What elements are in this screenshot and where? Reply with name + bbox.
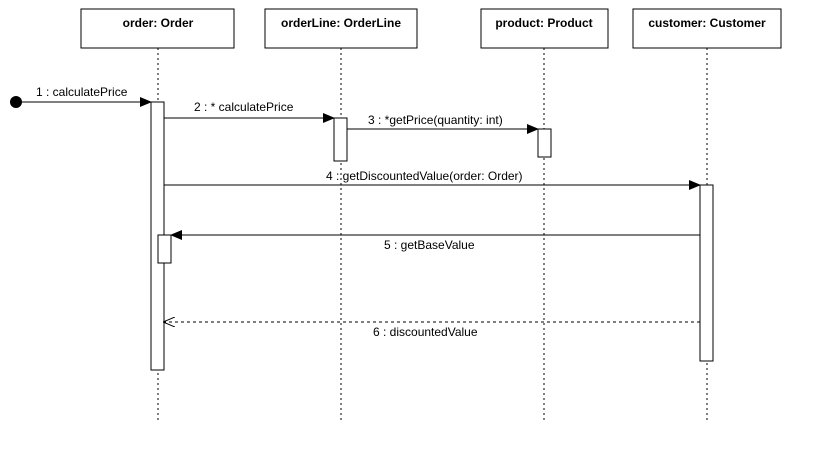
lifeline-order: order: Order bbox=[80, 8, 235, 420]
lifeline-product: product: Product bbox=[480, 8, 609, 420]
lifeline-label: product: Product bbox=[495, 16, 592, 30]
message-2: 2 : * calculatePrice bbox=[164, 100, 335, 123]
lifeline-label: customer: Customer bbox=[648, 16, 766, 30]
lifeline-label: order: Order bbox=[123, 16, 194, 30]
message-label: 4 : getDiscountedValue(order: Order) bbox=[326, 169, 523, 183]
activation-order-nested bbox=[157, 234, 172, 264]
message-label: 2 : * calculatePrice bbox=[194, 100, 294, 114]
message-1: 1 : calculatePrice bbox=[22, 85, 152, 107]
message-label: 1 : calculatePrice bbox=[36, 85, 128, 99]
start-node bbox=[10, 96, 22, 108]
activation-product bbox=[537, 128, 552, 158]
message-3: 3 : *getPrice(quantity: int) bbox=[347, 113, 539, 134]
activation-orderline bbox=[333, 117, 348, 162]
activation-customer bbox=[699, 184, 714, 362]
message-label: 5 : getBaseValue bbox=[384, 238, 475, 252]
message-5: 5 : getBaseValue bbox=[170, 230, 700, 252]
lifeline-label: orderLine: OrderLine bbox=[281, 16, 401, 30]
message-4: 4 : getDiscountedValue(order: Order) bbox=[164, 169, 701, 190]
message-label: 3 : *getPrice(quantity: int) bbox=[368, 113, 503, 127]
message-label: 6 : discountedValue bbox=[373, 325, 478, 339]
lifeline-orderline: orderLine: OrderLine bbox=[264, 8, 418, 420]
lifeline-box bbox=[80, 8, 235, 49]
message-6: 6 : discountedValue bbox=[164, 322, 700, 339]
